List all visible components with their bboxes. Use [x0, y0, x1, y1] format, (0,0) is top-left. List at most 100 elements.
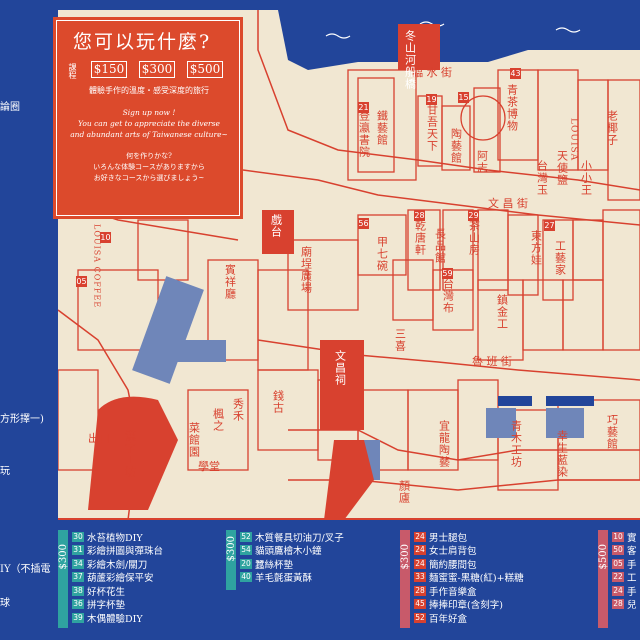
street-wenchang: 文 昌 街 [488, 197, 528, 210]
place-hanzi: 漢字工坊 [123, 430, 137, 478]
place-tieyi: 鐵藝館 [375, 110, 389, 146]
place-ganwu: 甘吾天下 [425, 104, 439, 152]
place-taiwanbu: 台灣布 [441, 278, 455, 314]
side-label-5: 球 [0, 598, 10, 609]
place-qingmu: 青木工坊 [509, 420, 523, 468]
place-gongyi: 工藝家 [553, 240, 567, 276]
place-binxiang: 賓祥廳 [223, 264, 237, 300]
place-dongshanhe: 冬山河船橋 [403, 30, 417, 90]
price-500[interactable]: $500 [187, 61, 223, 78]
place-taiwanyu: 台灣玉 [535, 160, 549, 196]
promo-jp-2: いろんな体験コースがありますから [93, 163, 205, 171]
place-xiuhe: 秀禾 [231, 398, 245, 422]
promo-en-1: Sign up now ! [122, 108, 176, 117]
price-150[interactable]: $150 [91, 61, 127, 78]
village-map: 臨 水 街 文 昌 街 魯 班 街 冬山河船橋 登瀛書院 鐵藝館 甘吾天下 陶藝… [58, 10, 640, 520]
place-dengwei: 登瀛書院 [357, 110, 371, 158]
marker-number: 21 [358, 102, 369, 113]
place-wenchangci: 文昌祠 [333, 350, 347, 386]
place-qiangu: 錢古 [271, 390, 285, 414]
marker-number: 29 [468, 210, 479, 221]
side-label-2: 方形擇一) [0, 414, 44, 425]
legend-price-2: $300 [226, 536, 237, 562]
side-label-3: 玩 [0, 466, 10, 477]
marker-number: 05 [76, 276, 87, 287]
place-qiaoyi: 巧藝館 [605, 414, 619, 450]
side-label-1: 論圈 [0, 102, 20, 113]
place-aboya: 老椰子 [605, 110, 619, 146]
place-tianshi: 天使鹽 [555, 150, 569, 186]
marker-number: 28 [414, 210, 425, 221]
place-sanxi: 三喜 [393, 328, 407, 352]
street-luban: 魯 班 街 [472, 355, 512, 368]
promo-en-2: You can get to appreciate the diverse [78, 119, 220, 128]
place-xingsheng: 幸生藍染 [555, 430, 569, 478]
promo-subtitle: 體驗手作的溫度・感受深度的旅行 [89, 86, 209, 95]
place-qingfeng: 青茶博物 [505, 84, 519, 132]
marker-number: 10 [100, 232, 111, 243]
place-qianmiao: 乾唐軒 [413, 220, 427, 256]
legend-price-1: $300 [58, 544, 69, 570]
side-label-4: IY（不插電 [0, 564, 51, 575]
place-xiyi: 戲台 [269, 214, 283, 238]
legend-bar-2 [226, 530, 236, 590]
marker-number: 15 [458, 92, 469, 103]
price-300[interactable]: $300 [139, 61, 175, 78]
legend-bar-4 [598, 530, 608, 628]
promo-title: 您可以玩什麼? [73, 31, 212, 53]
marker-number: 27 [544, 220, 555, 231]
place-xuetang: 學堂 [198, 460, 220, 473]
place-changpin: 長品館 [433, 228, 447, 264]
legend-price-3: $300 [400, 544, 411, 570]
place-chashan: 茶山房 [467, 220, 481, 256]
promo-en-3: and abundant arts of Taiwanese culture~ [70, 130, 228, 139]
legend-bar-1 [58, 530, 68, 628]
place-miaohui: 廟埕廣場 [299, 246, 313, 294]
marker-number: 59 [442, 268, 453, 279]
legend-price-4: $500 [598, 544, 609, 570]
marker-number: 43 [510, 68, 521, 79]
exit-label: 出口 [88, 432, 110, 445]
place-xiaoxiaowu: 小小王 [579, 160, 593, 196]
river-area [278, 10, 640, 70]
bridge-marker [398, 24, 440, 70]
place-jiaqi: 甲七碗 [375, 236, 389, 272]
place-ahzhi: 阿志 [475, 150, 489, 174]
marker-number: 56 [358, 218, 369, 229]
place-longyu: 宜龍陶藝 [437, 420, 451, 468]
marker-number: 19 [426, 94, 437, 105]
place-zhenjin: 鎮金工 [495, 294, 509, 330]
legend-bar-3 [400, 530, 410, 628]
place-louisa: LOUISA [568, 118, 579, 162]
promo-jp-3: お好きなコースから選びましょう~ [93, 174, 205, 182]
promo-box: 您可以玩什麼? 課程 $150 $300 $500 體驗手作的溫度・感受深度的旅… [53, 17, 243, 219]
place-louisa-coffee: LOUISA COFFEE [92, 224, 102, 309]
street-linshui: 臨 水 街 [412, 66, 452, 79]
place-caizi: 菜館園 [187, 422, 201, 458]
course-label: 課程 [68, 63, 77, 79]
